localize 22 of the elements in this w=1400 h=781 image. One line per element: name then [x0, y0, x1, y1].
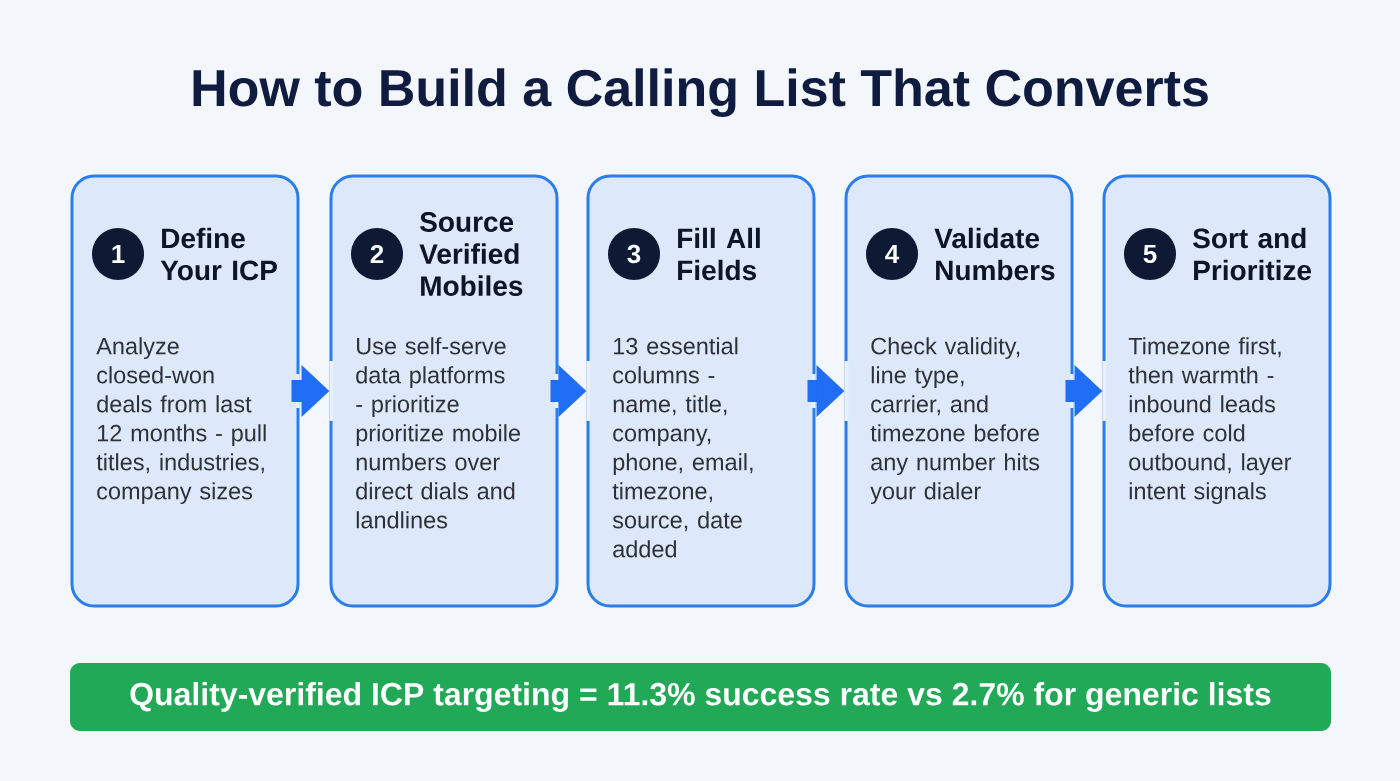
- step-card: [329, 174, 559, 608]
- step-description: 13 essential columns - name, title, company, phone, email, timezone, source, date added: [612, 337, 753, 558]
- step-heading: Fill All Fields: [678, 227, 760, 281]
- step-heading: Define Your ICP: [160, 227, 277, 281]
- step-card: [844, 174, 1074, 608]
- number-badge: 3: [608, 228, 660, 280]
- title: How to Build a Calling List That Converts: [193, 68, 1208, 117]
- number-badge: 2: [351, 228, 403, 280]
- number-badge: 1: [92, 228, 144, 280]
- number-badge: 5: [1124, 228, 1176, 280]
- step-description: Use self-serve data platforms - prioritize prioritize mobile numbers over direct dials and landlines: [356, 337, 520, 529]
- step-card: [70, 174, 300, 608]
- step-description: Analyze closed-won deals from last 12 months - pull titles, industries, company sizes: [96, 337, 266, 505]
- step-heading: Validate Numbers: [934, 227, 1055, 281]
- step-description: Timezone first, then warmth - inbound leads before cold outbound, layer intent signals: [1128, 337, 1292, 505]
- step-description: Check validity, line type, carrier, and timezone before any number hits your dialer: [870, 337, 1040, 505]
- step-card: [1102, 174, 1332, 608]
- step-heading: Source Verified Mobiles: [419, 212, 523, 296]
- step-heading: Sort and Prioritize: [1193, 227, 1312, 281]
- step-card: [586, 174, 816, 608]
- summary-banner: Quality-verified ICP targeting = 11.3% success rate vs 2.7% for generic lists: [70, 663, 1331, 731]
- number-badge: 4: [866, 228, 918, 280]
